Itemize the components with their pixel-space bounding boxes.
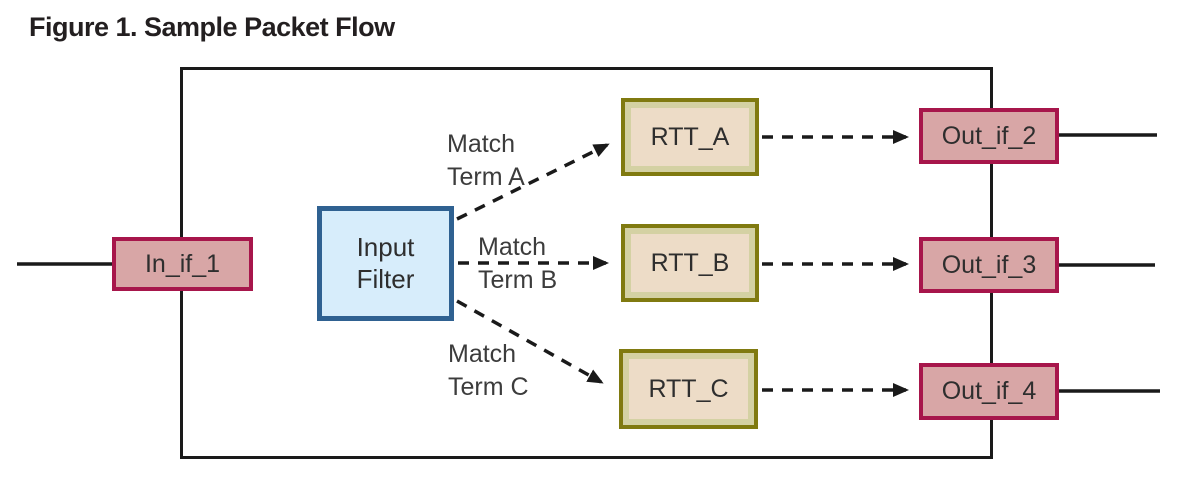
- node-out-if-2-label: Out_if_2: [941, 121, 1037, 150]
- annotation-match-term-b: Match Term B: [478, 231, 557, 297]
- node-out-if-4: Out_if_4: [919, 363, 1059, 420]
- annotation-match-term-c-line2: Term C: [448, 373, 529, 401]
- node-rtt-c-inner: RTT_C: [629, 359, 748, 419]
- annotation-match-term-c-line1: Match: [448, 340, 517, 368]
- router-boundary-box: [180, 67, 993, 459]
- annotation-match-term-b-line1: Match: [478, 233, 547, 261]
- annotation-match-term-a: Match Term A: [447, 128, 525, 194]
- node-out-if-3-label: Out_if_3: [941, 250, 1037, 279]
- node-input-filter-label-line2: Filter: [356, 263, 415, 294]
- node-in-if-1-label: In_if_1: [144, 249, 221, 278]
- node-out-if-3: Out_if_3: [919, 237, 1059, 293]
- node-input-filter: Input Filter: [317, 206, 454, 321]
- node-rtt-b: RTT_B: [621, 224, 759, 302]
- node-rtt-b-inner: RTT_B: [631, 234, 749, 292]
- node-rtt-c: RTT_C: [619, 349, 758, 429]
- node-rtt-c-label: RTT_C: [648, 374, 729, 403]
- annotation-match-term-c: Match Term C: [448, 338, 529, 404]
- node-out-if-2: Out_if_2: [919, 108, 1059, 164]
- annotation-match-term-b-line2: Term B: [478, 266, 558, 294]
- node-input-filter-label-line1: Input: [356, 231, 415, 262]
- node-rtt-a-label: RTT_A: [650, 122, 730, 151]
- node-out-if-4-label: Out_if_4: [941, 377, 1037, 405]
- node-in-if-1: In_if_1: [112, 237, 253, 291]
- figure-title: Figure 1. Sample Packet Flow: [29, 12, 395, 42]
- node-rtt-b-label: RTT_B: [650, 248, 730, 277]
- annotation-match-term-a-line2: Term A: [447, 163, 525, 191]
- node-rtt-a: RTT_A: [621, 98, 759, 176]
- annotation-match-term-a-line1: Match: [447, 130, 516, 158]
- node-rtt-a-inner: RTT_A: [631, 108, 749, 166]
